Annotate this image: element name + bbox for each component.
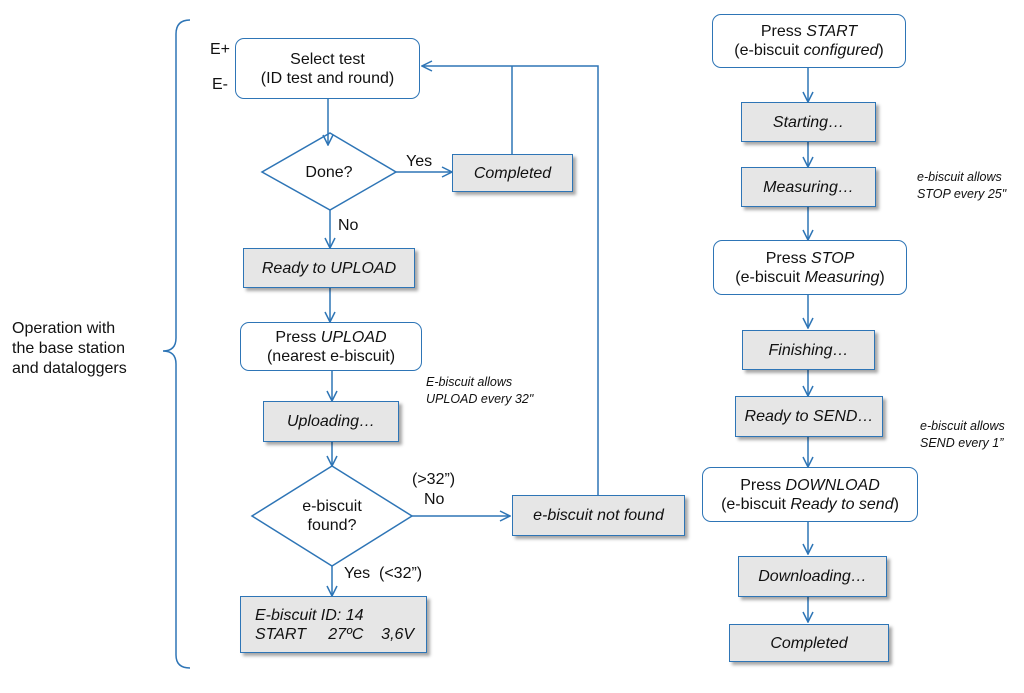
timeout-label: (>32”) No (412, 471, 456, 508)
finishing-node: Finishing… (742, 330, 875, 370)
result-node: E-biscuit ID: 14 START 27ºC 3,6V (240, 596, 427, 653)
e-plus-label: E+ (210, 41, 231, 58)
arrow-notfound-loop (422, 66, 599, 495)
yes-found-label: Yes (<32”) (344, 565, 423, 582)
upload-note: E-biscuit allows UPLOAD every 32" (426, 375, 534, 406)
found-decision-label: e-biscuit found? (302, 498, 362, 534)
operation-label: Operation with the base station and data… (12, 320, 127, 377)
press-download-node: Press DOWNLOAD (e-biscuit Ready to send) (702, 467, 918, 522)
completed-left-node: Completed (452, 154, 573, 192)
stop-note: e-biscuit allows STOP every 25" (917, 170, 1007, 201)
completed-right-node: Completed (729, 624, 889, 662)
press-upload-node: Press UPLOAD (nearest e-biscuit) (240, 322, 422, 371)
downloading-node: Downloading… (738, 556, 887, 597)
not-found-node: e-biscuit not found (512, 495, 685, 536)
group-brace (162, 19, 191, 669)
starting-node: Starting… (741, 102, 876, 142)
no-label: No (338, 217, 359, 234)
done-decision-label: Done? (305, 163, 353, 181)
press-stop-node: Press STOP (e-biscuit Measuring) (713, 240, 907, 295)
measuring-node: Measuring… (741, 167, 876, 207)
send-note: e-biscuit allows SEND every 1” (920, 419, 1005, 450)
yes-label: Yes (406, 153, 433, 170)
e-minus-label: E- (212, 76, 228, 93)
ready-send-node: Ready to SEND… (735, 396, 883, 437)
uploading-node: Uploading… (263, 401, 399, 442)
ready-upload-node: Ready to UPLOAD (243, 248, 415, 288)
select-test-node: Select test (ID test and round) (235, 38, 420, 99)
press-start-node: Press START (e-biscuit configured) (712, 14, 906, 68)
